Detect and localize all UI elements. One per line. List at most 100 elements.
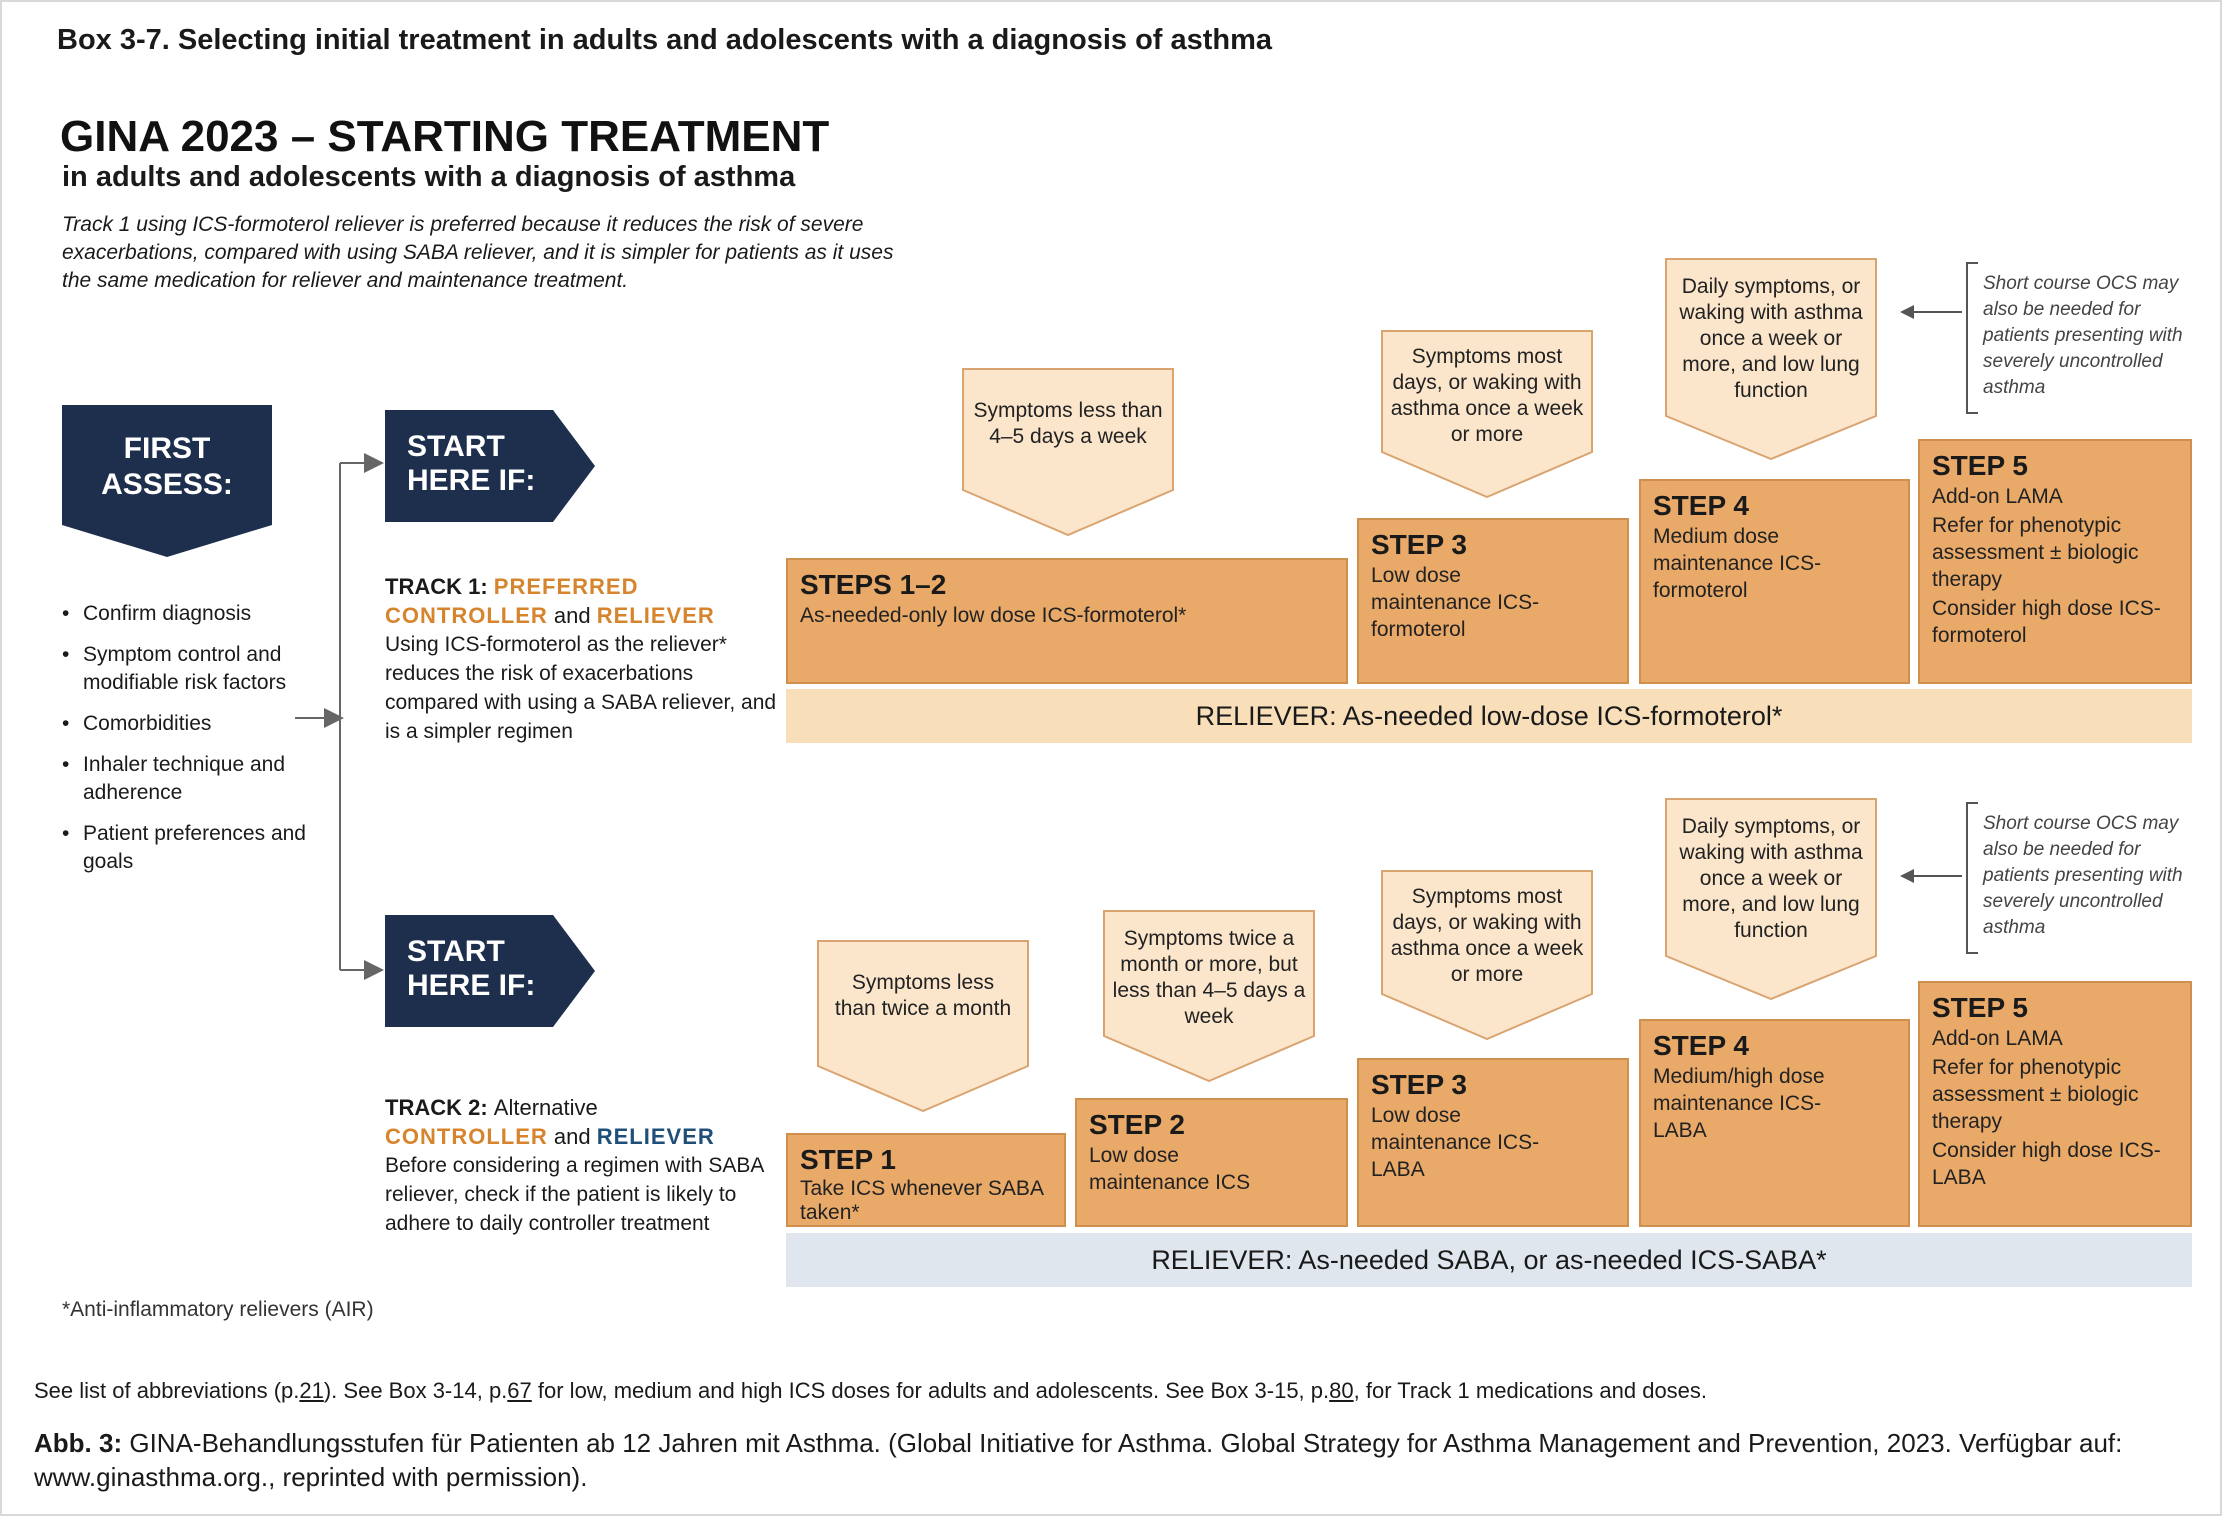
track1-reliever-bar: RELIEVER: As-needed low-dose ICS-formote… [786, 689, 2192, 743]
footnote: *Anti-inflammatory relievers (AIR) [62, 1298, 374, 1321]
abbrev-text: See list of abbreviations (p. [34, 1378, 300, 1403]
first-assess-line1: FIRST [123, 432, 211, 465]
step-body-line: As-needed-only low dose ICS-formoterol* [800, 604, 1187, 627]
track2-callout-step3: Symptoms most days, or waking with asthm… [1381, 870, 1593, 1040]
step-body-line: Medium dose maintenance ICS-formoterol [1653, 525, 1822, 602]
track2-text: TRACK 2: Alternative CONTROLLER and RELI… [385, 1093, 785, 1238]
step-title: STEP 1 [800, 1144, 896, 1175]
callout-text: Daily symptoms, or waking with asthma on… [1679, 275, 1863, 402]
first-assess-line2: ASSESS: [101, 468, 233, 501]
step-body-line: Low dose maintenance ICS-LABA [1371, 1104, 1540, 1181]
start-line1: START [407, 935, 505, 968]
assess-item: Confirm diagnosis [62, 600, 312, 628]
step-body-line: Refer for phenotypic assessment ± biolog… [1932, 514, 2139, 591]
track1-and: and [553, 603, 591, 628]
caption-text: GINA-Behandlungsstufen für Patienten ab … [34, 1428, 2123, 1492]
step-body-line: Add-on LAMA [1932, 1027, 2063, 1050]
caption-label: Abb. 3: [34, 1428, 123, 1458]
callout-text: Daily symptoms, or waking with asthma on… [1679, 815, 1863, 942]
step-body-line: Refer for phenotypic assessment ± biolog… [1932, 1056, 2139, 1133]
track1-callout-step4: Daily symptoms, or waking with asthma on… [1665, 258, 1877, 460]
track1-callout-step3: Symptoms most days, or waking with asthm… [1381, 330, 1593, 498]
track2-description: Before considering a regimen with SABA r… [385, 1154, 764, 1235]
track1-step-3: STEP 3 Low dose maintenance ICS-formoter… [1357, 518, 1629, 684]
track1-controller: CONTROLLER [385, 603, 548, 628]
start-line2: HERE IF: [407, 464, 536, 497]
track2-step-3: STEP 3 Low dose maintenance ICS-LABA [1357, 1058, 1629, 1227]
start-here-track2: START HERE IF: [385, 915, 595, 1027]
callout-text: Symptoms less than twice a month [834, 971, 1012, 1020]
step-body-line: Add-on LAMA [1932, 485, 2063, 508]
track1-step-1-2: STEPS 1–2 As-needed-only low dose ICS-fo… [786, 558, 1348, 684]
track1-text: TRACK 1: PREFERRED CONTROLLER and RELIEV… [385, 572, 785, 746]
track1-step-5: STEP 5 Add-on LAMA Refer for phenotypic … [1918, 439, 2192, 684]
track2-ocs-arrow [1900, 869, 1962, 883]
connector-arrows [295, 453, 384, 980]
track1-label: TRACK 1: [385, 574, 488, 599]
assess-item: Patient preferences and goals [62, 820, 312, 876]
callout-text: Symptoms less than 4–5 days a week [973, 399, 1163, 448]
assess-item: Comorbidities [62, 710, 312, 738]
page-link[interactable]: 80 [1329, 1378, 1354, 1403]
abbrev-text: for low, medium and high ICS doses for a… [531, 1378, 1330, 1403]
start-line2: HERE IF: [407, 969, 536, 1002]
step-body-line: Low dose maintenance ICS [1089, 1144, 1251, 1194]
track1-ocs-note: Short course OCS may also be needed for … [1983, 273, 2183, 398]
callout-text: Symptoms most days, or waking with asthm… [1390, 345, 1584, 446]
step-title: STEP 2 [1089, 1109, 1185, 1140]
step-body-line: Consider high dose ICS-LABA [1932, 1139, 2161, 1189]
box-title: Box 3-7. Selecting initial treatment in … [57, 24, 1273, 56]
step-title: STEP 5 [1932, 992, 2028, 1023]
start-here-track1: START HERE IF: [385, 410, 595, 522]
step-body-line: Take ICS whenever SABA taken* [800, 1177, 1043, 1224]
track2-step-5: STEP 5 Add-on LAMA Refer for phenotypic … [1918, 981, 2192, 1227]
track2-callout-step2: Symptoms twice a month or more, but less… [1103, 910, 1315, 1082]
assess-item: Symptom control and modifiable risk fact… [62, 641, 312, 697]
figure-caption: Abb. 3: GINA-Behandlungsstufen für Patie… [34, 1426, 2184, 1494]
page-link[interactable]: 67 [507, 1378, 532, 1403]
track2-reliever-bar: RELIEVER: As-needed SABA, or as-needed I… [786, 1233, 2192, 1287]
step-title: STEP 3 [1371, 529, 1467, 560]
abbrev-text: ). See Box 3-14, p. [323, 1378, 508, 1403]
track1-description: Using ICS-formoterol as the reliever* re… [385, 633, 777, 743]
step-title: STEP 5 [1932, 450, 2028, 481]
track1-reliever: RELIEVER [596, 603, 715, 628]
intro-text: Track 1 using ICS-formoterol reliever is… [62, 213, 894, 292]
track1-preferred: PREFERRED [493, 574, 639, 599]
track2-label: TRACK 2: [385, 1095, 488, 1120]
callout-text: Symptoms most days, or waking with asthm… [1390, 885, 1584, 986]
track1-ocs-arrow [1900, 305, 1962, 319]
track2-controller: CONTROLLER [385, 1124, 548, 1149]
track2-alternative: Alternative [493, 1095, 598, 1120]
step-body-line: Low dose maintenance ICS-formoterol [1371, 564, 1540, 641]
track2-ocs-bracket [1966, 802, 1978, 954]
track2-callout-step1: Symptoms less than twice a month [817, 940, 1029, 1112]
track2-ocs-note: Short course OCS may also be needed for … [1983, 813, 2183, 938]
step-title: STEPS 1–2 [800, 569, 947, 600]
abbrev-text: , for Track 1 medications and doses. [1353, 1378, 1708, 1403]
assess-list: Confirm diagnosis Symptom control and mo… [62, 600, 312, 889]
track1-ocs-bracket [1966, 262, 1978, 414]
step-title: STEP 4 [1653, 490, 1749, 521]
track2-step-1: STEP 1 Take ICS whenever SABA taken* [786, 1133, 1066, 1227]
sub-title: in adults and adolescents with a diagnos… [62, 161, 796, 193]
start-line1: START [407, 430, 505, 463]
abbreviations-line: See list of abbreviations (p.21). See Bo… [34, 1378, 1707, 1404]
assess-item: Inhaler technique and adherence [62, 751, 312, 807]
step-title: STEP 4 [1653, 1030, 1749, 1061]
step-body-line: Consider high dose ICS-formoterol [1932, 597, 2161, 647]
track2-step-2: STEP 2 Low dose maintenance ICS [1075, 1098, 1348, 1227]
main-title: GINA 2023 – STARTING TREATMENT [60, 112, 830, 161]
track2-reliever: RELIEVER [596, 1124, 715, 1149]
track1-callout-step12: Symptoms less than 4–5 days a week [962, 368, 1174, 536]
first-assess-banner: FIRST ASSESS: [62, 405, 272, 557]
track2-callout-step4: Daily symptoms, or waking with asthma on… [1665, 798, 1877, 1000]
callout-text: Symptoms twice a month or more, but less… [1112, 927, 1306, 1028]
track2-and: and [553, 1124, 591, 1149]
step-body-line: Medium/high dose maintenance ICS-LABA [1653, 1065, 1825, 1142]
track1-step-4: STEP 4 Medium dose maintenance ICS-formo… [1639, 479, 1910, 684]
step-title: STEP 3 [1371, 1069, 1467, 1100]
track2-step-4: STEP 4 Medium/high dose maintenance ICS-… [1639, 1019, 1910, 1227]
page-link[interactable]: 21 [299, 1378, 324, 1403]
